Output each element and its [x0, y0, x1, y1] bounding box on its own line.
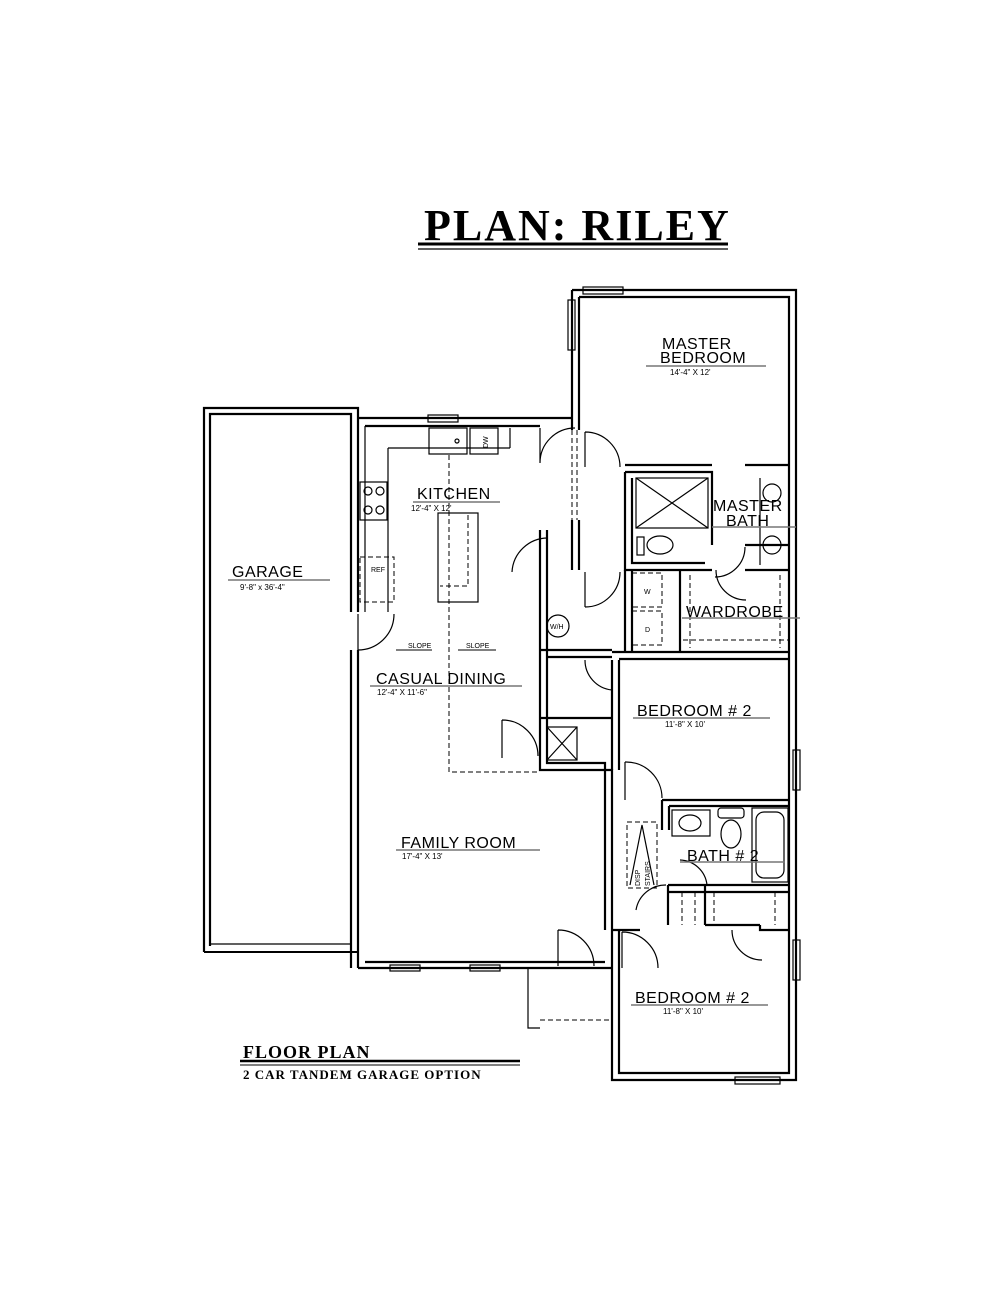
wh-label: W/H — [550, 624, 564, 631]
floor-plan-caption: FLOOR PLAN — [243, 1042, 371, 1062]
master-bath-label: MASTER — [713, 498, 783, 515]
refrigerator-icon — [359, 556, 395, 603]
kitchen-fixtures: DW REF SLOPE SLOPE — [359, 426, 578, 773]
master-bedroom-label-2: BEDROOM — [660, 350, 746, 367]
shower-icon — [635, 477, 709, 529]
bath-2-label: BATH # 2 — [687, 848, 759, 865]
sink-icon — [678, 814, 702, 832]
toilet-icon — [720, 819, 742, 849]
bedroom-3-label: BEDROOM # 2 — [635, 990, 750, 1007]
kitchen-dims: 12'-4" X 12' — [411, 504, 452, 513]
family-room-label: FAMILY ROOM — [401, 835, 516, 852]
interior-walls — [357, 427, 789, 969]
kitchen-label: KITCHEN — [417, 486, 491, 503]
bedroom-2-dims: 11'-8" X 10' — [665, 720, 705, 729]
bedroom-3-dims: 11'-8" X 10' — [663, 1007, 703, 1016]
dryer-label: D — [645, 627, 650, 634]
plan-caption: FLOOR PLAN 2 CAR TANDEM GARAGE OPTION — [240, 1042, 520, 1082]
master-bedroom-label: MASTER — [662, 336, 732, 353]
kitchen-island — [437, 512, 479, 603]
toilet-icon — [646, 535, 674, 555]
master-bedroom-dims: 14'-4" X 12' — [670, 368, 711, 377]
utility-fixtures: W/H W D DISP STAIRS — [546, 477, 789, 925]
dw-label: DW — [483, 436, 490, 448]
casual-dining-label: CASUAL DINING — [376, 671, 506, 688]
dishwasher-icon — [469, 427, 499, 455]
bathtub-icon — [751, 807, 789, 883]
range-icon — [359, 481, 388, 521]
room-labels: MASTER BEDROOM 14'-4" X 12' MASTER BATH … — [228, 336, 800, 1016]
master-bath-label-2: BATH — [726, 513, 769, 530]
slope-label-right: SLOPE — [466, 643, 490, 650]
garage-label: GARAGE — [232, 564, 303, 581]
sink-icon — [762, 483, 782, 503]
garage-option-caption: 2 CAR TANDEM GARAGE OPTION — [243, 1067, 482, 1082]
house-walls — [358, 286, 801, 1085]
ref-label: REF — [371, 567, 385, 574]
washer-label: W — [644, 589, 651, 596]
bedroom-2-label: BEDROOM # 2 — [637, 703, 752, 720]
hvac-icon — [546, 726, 578, 761]
casual-dining-dims: 12'-4" X 11'-6" — [377, 688, 427, 697]
water-heater-icon — [546, 614, 570, 638]
wardrobe-label: WARDROBE — [686, 604, 784, 621]
garage-dims: 9'-8" x 36'-4" — [240, 583, 285, 592]
slope-label-left: SLOPE — [408, 643, 432, 650]
disp-label: DISP — [635, 869, 642, 886]
family-room-dims: 17'-4" X 13' — [402, 852, 443, 861]
sink-icon — [762, 535, 782, 555]
stairs-label: STAIRS — [645, 861, 652, 886]
garage-walls — [202, 406, 360, 968]
plan-title: PLAN: RILEY — [424, 201, 731, 250]
